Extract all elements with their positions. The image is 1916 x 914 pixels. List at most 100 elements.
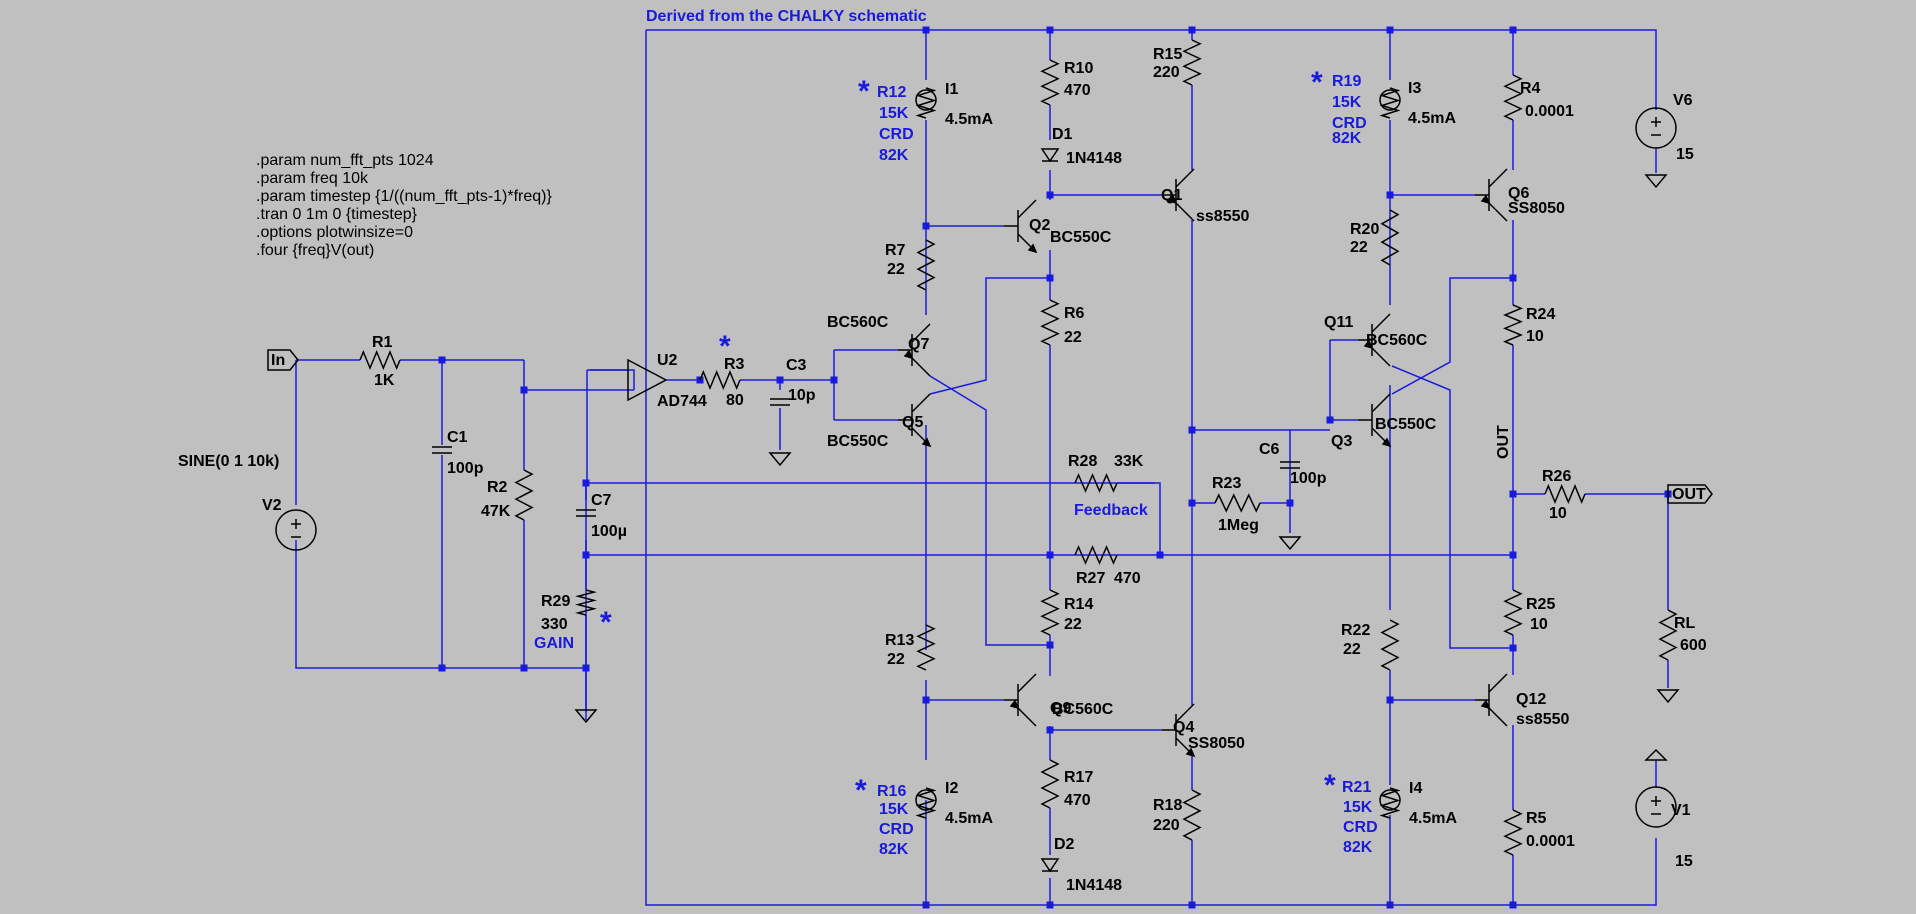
R6-value: 22	[1064, 329, 1082, 346]
voltage-source-V2	[275, 509, 317, 551]
R18-value: 220	[1153, 817, 1180, 834]
I1-ref: I1	[945, 81, 958, 98]
wire	[646, 29, 1657, 110]
R27-ref: R27	[1076, 570, 1105, 587]
R19-mark: *	[1311, 66, 1323, 99]
Q9-ref: Q9	[1050, 700, 1071, 717]
transistor-Q1	[1162, 168, 1195, 222]
directive-1[interactable]: .param num_fft_pts 1024	[256, 152, 434, 169]
current-source-I4	[1379, 787, 1401, 819]
R24-value: 10	[1526, 328, 1544, 345]
junction	[1509, 644, 1517, 652]
R19-value2: 82K	[1332, 130, 1362, 147]
R7-ref: R7	[885, 242, 906, 259]
R12-value: 15K	[879, 105, 909, 122]
junction	[922, 222, 930, 230]
C7-value: 100µ	[591, 523, 627, 540]
R29-mark: *	[600, 606, 612, 639]
port-in-label[interactable]: In	[271, 352, 285, 369]
R24-ref: R24	[1526, 306, 1555, 323]
resistor-R23	[1214, 493, 1261, 513]
supply-arrow	[1644, 748, 1668, 761]
junction	[830, 376, 838, 384]
port-out-label[interactable]: OUT	[1672, 486, 1706, 503]
transistor-Q11	[1358, 313, 1391, 367]
resistor-R25	[1503, 589, 1523, 636]
resistor-R28	[1074, 473, 1118, 493]
junction	[1046, 274, 1054, 282]
R1-ref: R1	[372, 334, 393, 351]
junction	[1286, 499, 1294, 507]
junction	[1509, 901, 1517, 909]
R3-value: 80	[726, 392, 744, 409]
R16-value2: 82K	[879, 841, 909, 858]
D1-value: 1N4148	[1066, 150, 1122, 167]
Q9-value: BC560C	[1052, 701, 1114, 718]
current-source-I1	[915, 87, 937, 119]
resistor-R12	[915, 89, 937, 111]
resistor-R21	[1379, 789, 1401, 811]
V1-ref: V1	[1671, 802, 1691, 819]
Q2-value: BC550C	[1050, 229, 1112, 246]
U2-ref: U2	[657, 352, 678, 369]
R17-value: 470	[1064, 792, 1091, 809]
transistor-Q4	[1162, 703, 1196, 758]
current-source-I2	[915, 787, 937, 819]
schematic-title: Derived from the CHALKY schematic	[646, 8, 927, 25]
resistor-R10	[1040, 59, 1060, 106]
directive-5[interactable]: .options plotwinsize=0	[256, 224, 413, 241]
ground-symbol	[768, 452, 792, 467]
Q7-ref: Q7	[908, 336, 929, 353]
opamp-U2	[627, 358, 668, 402]
resistor-R14	[1040, 589, 1060, 636]
junction	[520, 664, 528, 672]
junction	[1509, 551, 1517, 559]
directive-6[interactable]: .four {freq}V(out)	[256, 242, 374, 259]
Q1-ref: Q1	[1161, 187, 1182, 204]
directive-3[interactable]: .param timestep {1/((num_fft_pts-1)*freq…	[256, 188, 552, 205]
junction	[1188, 26, 1196, 34]
R1-value: 1K	[374, 372, 395, 389]
wire	[1391, 277, 1513, 395]
resistor-R15	[1182, 39, 1202, 86]
I3-ref: I3	[1408, 80, 1421, 97]
Q7-value: BC560C	[827, 314, 889, 331]
junction	[1188, 499, 1196, 507]
net-label-out: OUT	[1495, 425, 1512, 459]
junction	[1046, 726, 1054, 734]
R3-mark: *	[719, 330, 731, 363]
R28-ref: R28	[1068, 453, 1097, 470]
C7-ref: C7	[591, 492, 612, 509]
ground-symbol	[574, 709, 598, 724]
R17-ref: R17	[1064, 769, 1093, 786]
I1-value: 4.5mA	[945, 111, 993, 128]
R12-crd: CRD	[879, 126, 914, 143]
current-source-I3	[1379, 87, 1401, 119]
Q12-value: ss8550	[1516, 711, 1569, 728]
R6-ref: R6	[1064, 305, 1085, 322]
R15-value: 220	[1153, 64, 1180, 81]
directive-4[interactable]: .tran 0 1m 0 {timestep}	[256, 206, 418, 223]
R4-value: 0.0001	[1525, 103, 1574, 120]
transistor-Q6	[1475, 168, 1508, 222]
wire	[740, 379, 781, 390]
R21-ref: R21	[1342, 779, 1371, 796]
wires	[295, 29, 1669, 906]
C6-ref: C6	[1259, 441, 1280, 458]
R13-value: 22	[887, 651, 905, 668]
components	[267, 39, 1713, 873]
R25-value: 10	[1530, 616, 1548, 633]
R14-ref: R14	[1064, 596, 1093, 613]
wire	[1391, 365, 1513, 649]
Q6-ref: Q6	[1508, 185, 1529, 202]
R23-ref: R23	[1212, 475, 1241, 492]
port-out	[1667, 484, 1713, 504]
ground-symbol	[1644, 174, 1668, 189]
junction	[776, 376, 784, 384]
wire	[929, 375, 1050, 646]
transistor-Q3	[1358, 393, 1392, 448]
wire	[1117, 482, 1161, 555]
directive-2[interactable]: .param freq 10k	[256, 170, 369, 187]
Q2-ref: Q2	[1029, 217, 1050, 234]
I4-ref: I4	[1409, 780, 1422, 797]
